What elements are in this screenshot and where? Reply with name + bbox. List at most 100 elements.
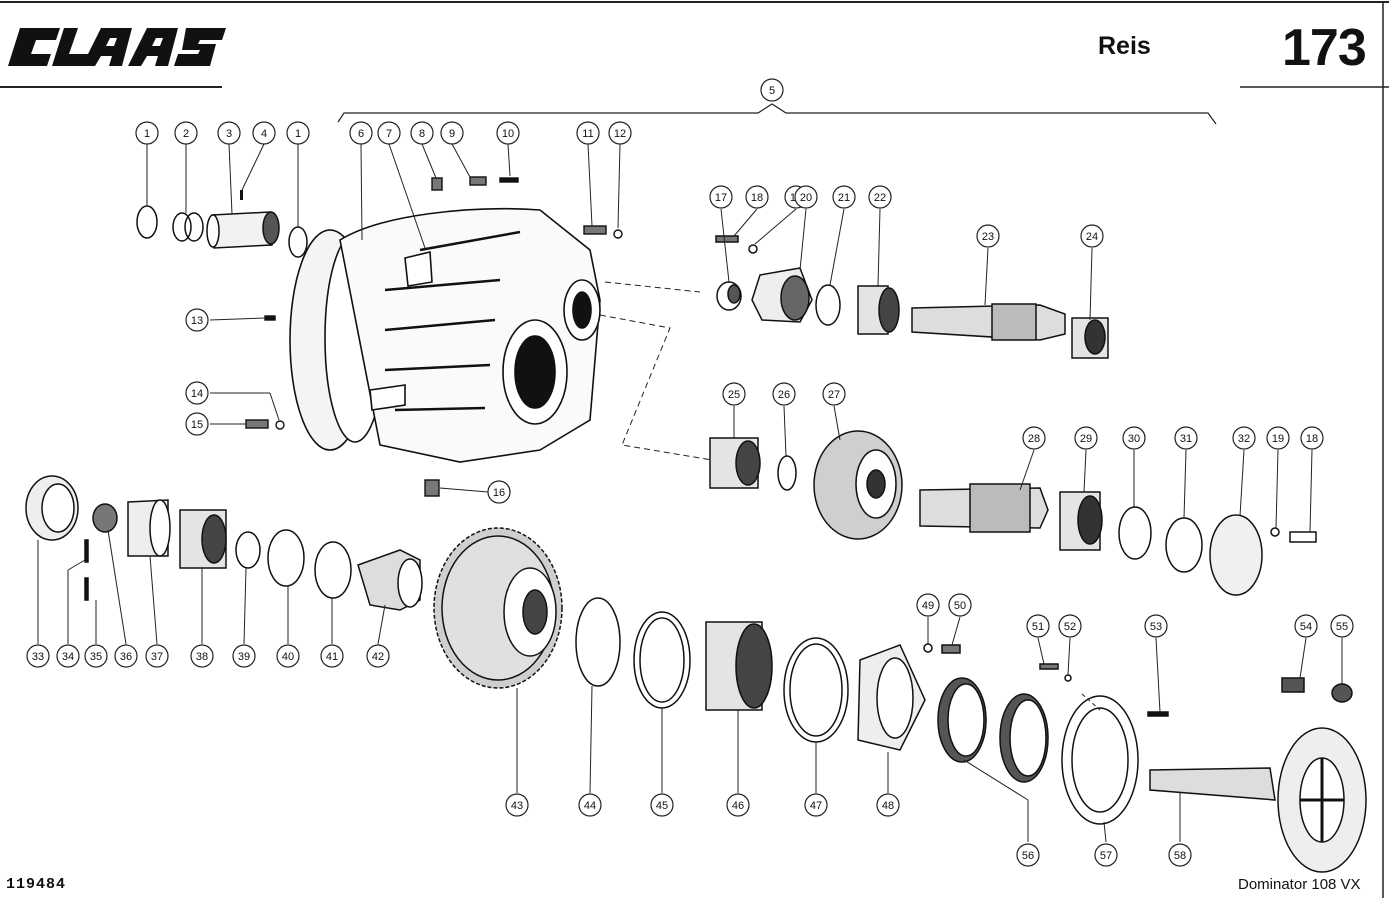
callout-label: 31 (1180, 433, 1192, 445)
callout-55: 55 (1330, 614, 1354, 638)
callout-51: 51 (1026, 614, 1050, 638)
callout-circle (1168, 843, 1192, 867)
callout-label: 42 (372, 651, 384, 663)
o-rings-part-2 (172, 212, 204, 242)
callout-circle (1022, 426, 1046, 450)
leader-lines (37, 143, 1343, 843)
callout-circle (832, 185, 856, 209)
callout-32: 32 (1232, 426, 1256, 450)
callout-18: 18 (745, 185, 769, 209)
callout-label: 33 (32, 651, 44, 663)
callout-label: 8 (419, 128, 425, 140)
callout-36: 36 (114, 644, 138, 668)
callout-35: 35 (84, 644, 108, 668)
callout-label: 1 (144, 128, 150, 140)
callout-label: 37 (151, 651, 163, 663)
callout-label: 16 (493, 487, 505, 499)
callout-circle (232, 644, 256, 668)
callout-39: 39 (232, 644, 256, 668)
large-gear-part-43 (433, 527, 563, 689)
callout-label: 41 (326, 651, 338, 663)
callout-33: 33 (26, 644, 50, 668)
callout-circle (794, 185, 818, 209)
callout-4: 4 (252, 121, 276, 145)
callout-23: 23 (976, 224, 1000, 248)
callout-46: 46 (726, 793, 750, 817)
callout-circle (1300, 426, 1324, 450)
snap-ring-part-1 (136, 205, 158, 239)
callout-circle (1026, 614, 1050, 638)
callout-circle (190, 644, 214, 668)
callout-circle (948, 593, 972, 617)
callout-21: 21 (832, 185, 856, 209)
drawing-number: 119484 (6, 876, 67, 893)
callout-label: 28 (1028, 433, 1040, 445)
callout-label: 56 (1022, 850, 1034, 862)
callout-circle (822, 382, 846, 406)
middle-shaft-assembly (709, 430, 1317, 596)
callout-label: 52 (1064, 621, 1076, 633)
callout-circle (650, 793, 674, 817)
callout-43: 43 (505, 793, 529, 817)
callout-37: 37 (145, 644, 169, 668)
callout-circle (1294, 614, 1318, 638)
callout-circle (709, 185, 733, 209)
callout-circle (496, 121, 520, 145)
callout-label: 51 (1032, 621, 1044, 633)
callout-circle (1266, 426, 1290, 450)
callout-7: 7 (377, 121, 401, 145)
callout-8: 8 (410, 121, 434, 145)
callout-label: 38 (196, 651, 208, 663)
callout-circle (868, 185, 892, 209)
callout-circle (608, 121, 632, 145)
callout-label: 1 (295, 128, 301, 140)
callout-14: 14 (185, 381, 209, 405)
callout-34: 34 (56, 644, 80, 668)
callout-57: 57 (1094, 843, 1118, 867)
pin-part-4 (240, 190, 243, 200)
callout-label: 26 (778, 389, 790, 401)
callout-label: 36 (120, 651, 132, 663)
lower-middle-parts (575, 597, 961, 751)
callout-18: 18 (1300, 426, 1324, 450)
callout-circle (726, 793, 750, 817)
callout-circle (286, 121, 310, 145)
callout-16: 16 (487, 480, 511, 504)
claas-logo (8, 28, 226, 66)
callout-label: 48 (882, 800, 894, 812)
callout-label: 15 (191, 419, 203, 431)
callout-label: 39 (238, 651, 250, 663)
callout-circle (135, 121, 159, 145)
callout-9: 9 (440, 121, 464, 145)
callout-label: 23 (982, 231, 994, 243)
callout-31: 31 (1174, 426, 1198, 450)
callout-circle (185, 308, 209, 332)
callout-label: 22 (874, 192, 886, 204)
callout-label: 21 (838, 192, 850, 204)
callout-48: 48 (876, 793, 900, 817)
callout-label: 40 (282, 651, 294, 663)
callout-45: 45 (650, 793, 674, 817)
callout-circle (276, 644, 300, 668)
lower-right-parts (937, 663, 1367, 873)
callout-label: 44 (584, 800, 596, 812)
callout-circle (505, 793, 529, 817)
callout-label: 43 (511, 800, 523, 812)
callout-circle (320, 644, 344, 668)
callout-circle (114, 644, 138, 668)
callout-22: 22 (868, 185, 892, 209)
callout-27: 27 (822, 382, 846, 406)
callout-53: 53 (1144, 614, 1168, 638)
callout-11: 11 (576, 121, 600, 145)
callout-circle (410, 121, 434, 145)
callout-label: 12 (614, 128, 626, 140)
callout-54: 54 (1294, 614, 1318, 638)
callout-label: 4 (261, 128, 267, 140)
callout-label: 5 (769, 85, 775, 97)
callout-label: 45 (656, 800, 668, 812)
callout-38: 38 (190, 644, 214, 668)
bushing-part-3 (206, 211, 280, 249)
callout-circle (185, 412, 209, 436)
callout-label: 14 (191, 388, 203, 400)
